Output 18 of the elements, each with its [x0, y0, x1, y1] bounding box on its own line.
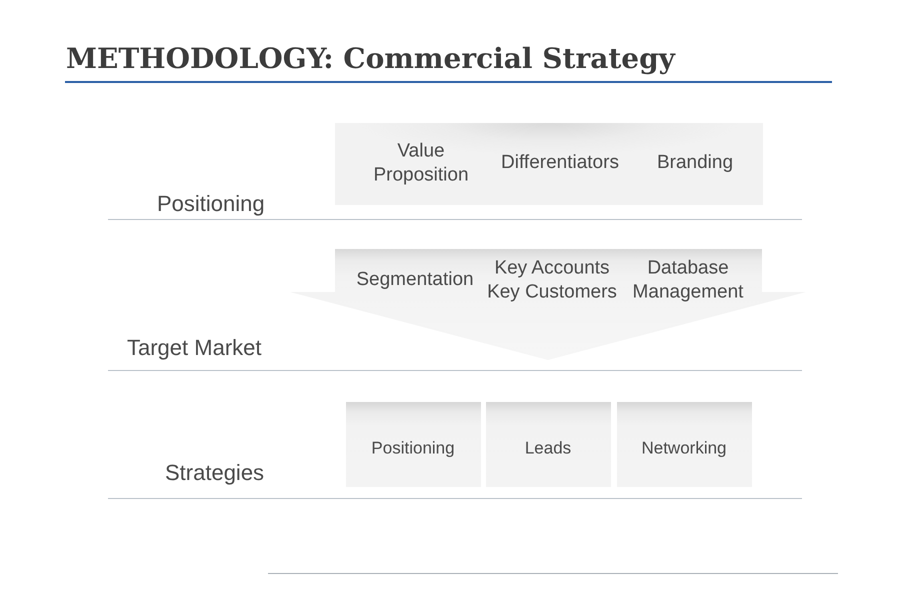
strategy-card: [346, 402, 481, 487]
card-label: Networking: [641, 437, 727, 459]
shaded-panel: [335, 123, 763, 205]
row-label: Target Market: [127, 335, 262, 360]
panel-item-label: Differentiators: [501, 151, 619, 175]
strategy-card: [617, 402, 752, 487]
card-label: Leads: [524, 437, 572, 459]
down-arrow-shape: [290, 249, 806, 360]
strategy-card: [486, 402, 611, 487]
card-label: Positioning: [371, 437, 455, 459]
row-label: Strategies: [165, 460, 264, 486]
arrow-item-label: Segmentation: [356, 268, 474, 292]
arrow-item-label: Key Accounts Key Customers: [486, 256, 618, 304]
panel-item-label: Value Proposition: [372, 139, 470, 187]
arrow-item-label: Database Management: [632, 256, 744, 304]
page-title: METHODOLOGY: Commercial Strategy: [66, 42, 675, 76]
row-label: Positioning: [157, 191, 265, 216]
panel-item-label: Branding: [656, 151, 734, 175]
